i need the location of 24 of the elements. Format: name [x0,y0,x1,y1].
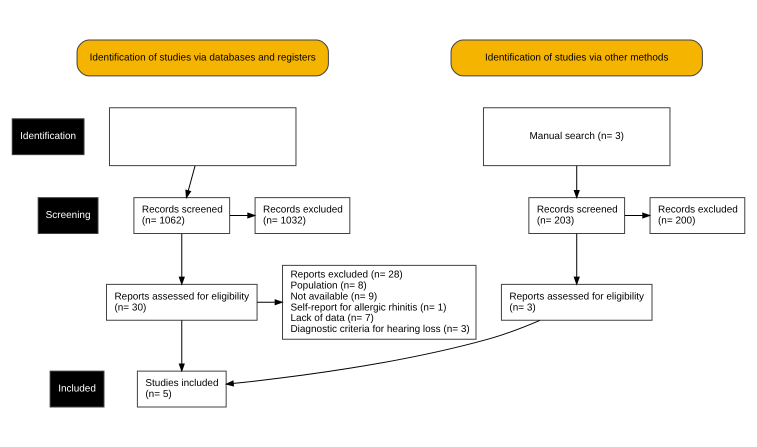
node-box: Identification [12,118,85,156]
node-box: Records excluded (n= 200) [650,197,746,234]
node-box: Studies included (n= 5) [136,370,227,408]
node-box: Screening [38,197,98,234]
node-box: Records excluded (n= 1032) [254,197,350,234]
node-box [108,107,296,166]
arrow [185,165,196,199]
node-box: Manual search (n= 3) [482,107,670,166]
arrow [574,233,580,286]
arrow [224,320,540,387]
node-box: Identification of studies via databases and registers [76,40,329,76]
node-box: Reports assessed for eligibility (n= 30) [106,284,258,321]
node-box: Included [50,370,104,408]
node-box: Reports excluded (n= 28) Population (n= 8) Not available (n= 9) Self-report for allergic rhinitis (n= 1) Lack of data (n= 7) Diagnostic criteria for hearing loss (n= 3) [282,264,476,340]
node-box: Records screened (n= 1062) [133,197,230,234]
arrow [624,212,652,219]
arrow [574,165,580,200]
arrow [178,233,185,286]
node-box: Identification of studies via other methods [450,40,703,76]
arrow [229,212,256,219]
arrow [256,299,284,306]
node-box: Records screened (n= 203) [528,197,626,234]
arrow [178,320,185,372]
node-box: Reports assessed for eligibility (n= 3) [500,284,653,321]
